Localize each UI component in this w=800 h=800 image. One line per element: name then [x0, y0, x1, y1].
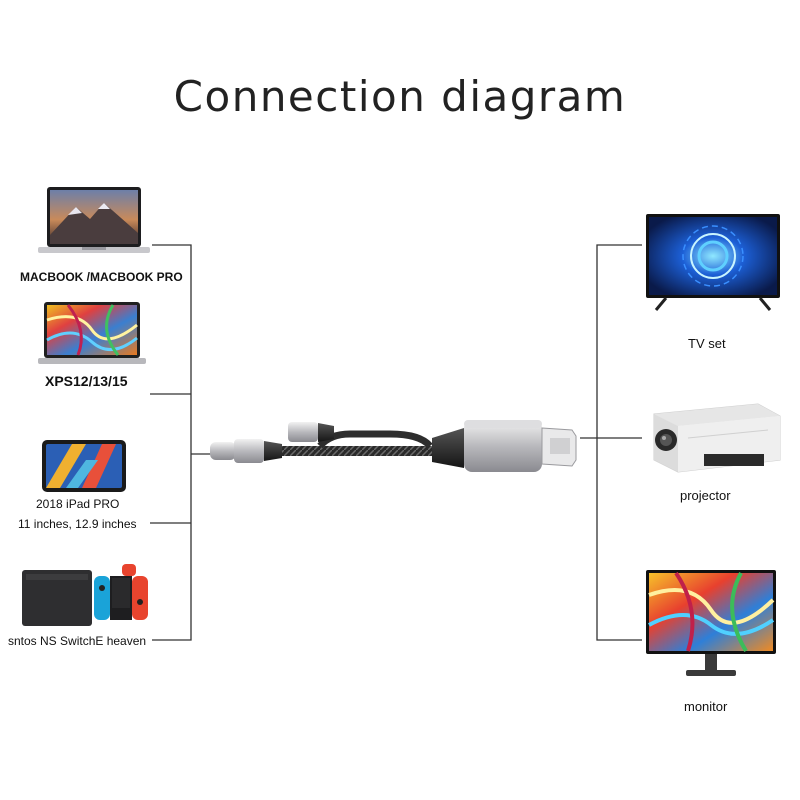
macbook-image	[38, 187, 150, 253]
source-sublabel-ipad: 11 inches, 12.9 inches	[18, 517, 137, 531]
diagram-title: Connection diagram	[173, 72, 627, 121]
source-label-macbook: MACBOOK /MACBOOK PRO	[20, 270, 183, 284]
xps-laptop-image	[38, 302, 146, 364]
display-label-tv: TV set	[688, 336, 726, 351]
source-label-xps: XPS12/13/15	[45, 373, 128, 389]
switch-console-image	[22, 564, 148, 626]
tv-image	[646, 214, 780, 311]
monitor-image	[646, 570, 776, 676]
display-label-projector: projector	[680, 488, 731, 503]
source-label-switch: sntos NS SwitchE heaven	[8, 634, 147, 648]
display-label-monitor: monitor	[684, 699, 728, 714]
ipad-image	[42, 440, 126, 492]
source-label-ipad: 2018 iPad PRO	[36, 497, 120, 511]
projector-image	[653, 403, 781, 473]
usb-c-to-hdmi-cable-image	[210, 420, 577, 472]
